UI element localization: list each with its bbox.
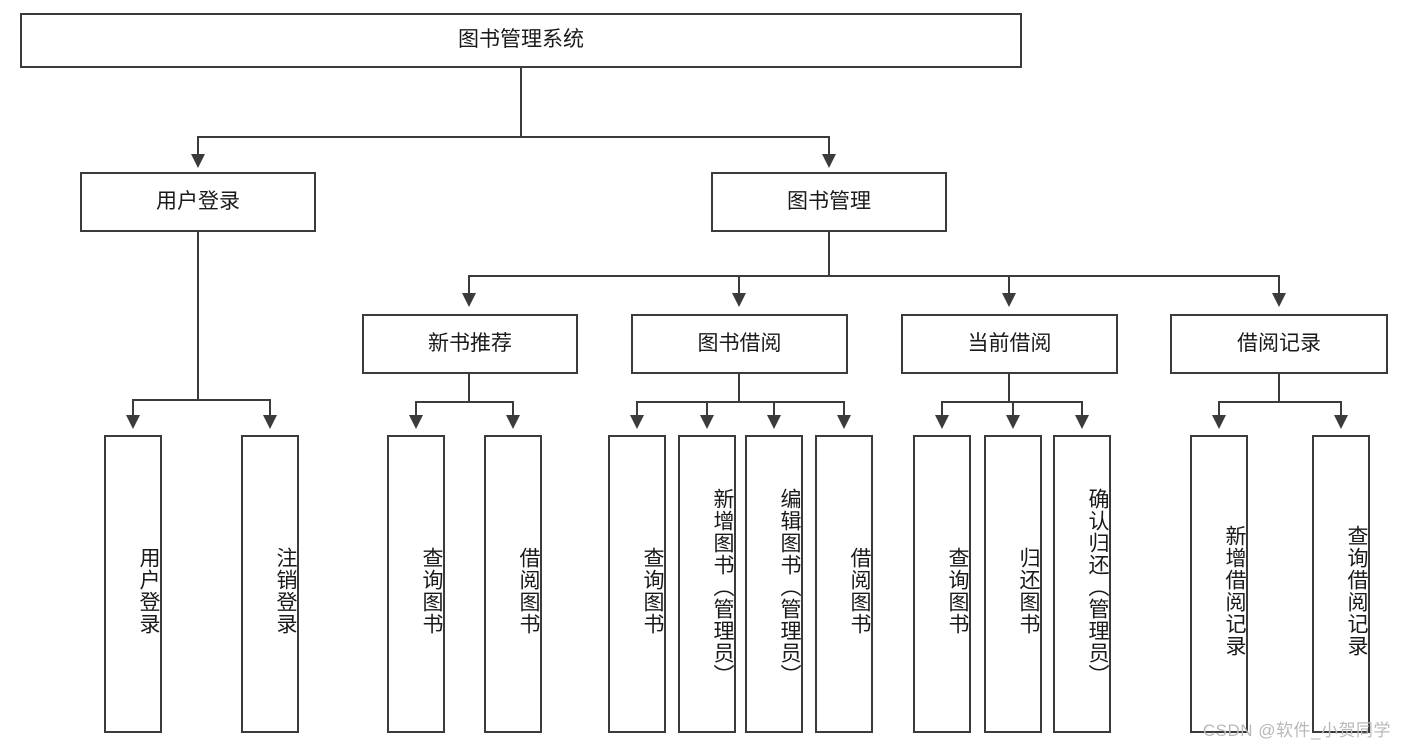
edge-new-book-rec-bus <box>416 401 514 403</box>
edge-bb-leaf3 <box>773 401 775 417</box>
arrowhead-bb-add-book <box>700 415 714 429</box>
arrowhead-borrow-record <box>1272 293 1286 307</box>
arrowhead-bb-edit-book <box>767 415 781 429</box>
edge-to-current-borrow <box>1008 275 1010 295</box>
edge-borrow-record-bus <box>1218 401 1342 403</box>
leaf-bb-edit-book-admin[interactable]: 编辑图书（管理员） <box>745 435 803 733</box>
edge-bb-leaf4 <box>843 401 845 417</box>
leaf-bb-add-book-admin[interactable]: 新增图书（管理员） <box>678 435 736 733</box>
edge-user-login-leaf2 <box>269 399 271 417</box>
node-user-login[interactable]: 用户登录 <box>80 172 316 232</box>
arrowhead-cb-return-book <box>1006 415 1020 429</box>
arrowhead-current-borrow <box>1002 293 1016 307</box>
edge-level3-bus <box>469 275 1280 277</box>
arrowhead-book-borrow <box>732 293 746 307</box>
edge-to-book-borrow <box>738 275 740 295</box>
node-current-borrow[interactable]: 当前借阅 <box>901 314 1118 374</box>
arrowhead-leaf-logout-login <box>263 415 277 429</box>
edge-book-borrow-bus <box>636 401 845 403</box>
edge-to-book-mgmt <box>828 136 830 156</box>
edge-br-leaf1 <box>1218 401 1220 417</box>
edge-borrow-record-down <box>1278 374 1280 402</box>
node-root-system[interactable]: 图书管理系统 <box>20 13 1022 68</box>
arrowhead-book-mgmt <box>822 154 836 168</box>
leaf-bb-query-book[interactable]: 查询图书 <box>608 435 666 733</box>
edge-nbr-leaf2 <box>512 401 514 417</box>
leaf-cb-query-book[interactable]: 查询图书 <box>913 435 971 733</box>
edge-to-user-login <box>197 136 199 156</box>
edge-cb-leaf1 <box>941 401 943 417</box>
arrowhead-nbr-query-book <box>409 415 423 429</box>
edge-new-book-rec-down <box>468 374 470 402</box>
arrowhead-new-book-rec <box>462 293 476 307</box>
leaf-nbr-borrow-book[interactable]: 借阅图书 <box>484 435 542 733</box>
edge-user-login-down <box>197 232 199 400</box>
edge-cb-leaf3 <box>1081 401 1083 417</box>
edge-cb-leaf2 <box>1012 401 1014 417</box>
edge-bb-leaf2 <box>706 401 708 417</box>
edge-br-leaf2 <box>1340 401 1342 417</box>
edge-book-borrow-down <box>738 374 740 402</box>
arrowhead-user-login <box>191 154 205 168</box>
leaf-bb-borrow-book[interactable]: 借阅图书 <box>815 435 873 733</box>
edge-nbr-leaf1 <box>415 401 417 417</box>
edge-root-down <box>520 68 522 137</box>
edge-user-login-bus <box>133 399 270 401</box>
leaf-br-add-record[interactable]: 新增借阅记录 <box>1190 435 1248 733</box>
leaf-cb-return-book[interactable]: 归还图书 <box>984 435 1042 733</box>
edge-current-borrow-bus <box>941 401 1082 403</box>
arrowhead-br-query-record <box>1334 415 1348 429</box>
arrowhead-br-add-record <box>1212 415 1226 429</box>
node-borrow-record[interactable]: 借阅记录 <box>1170 314 1388 374</box>
leaf-logout-login[interactable]: 注销登录 <box>241 435 299 733</box>
arrowhead-bb-borrow-book <box>837 415 851 429</box>
edge-book-mgmt-down <box>828 232 830 276</box>
leaf-br-query-record[interactable]: 查询借阅记录 <box>1312 435 1370 733</box>
edge-to-new-book-rec <box>468 275 470 295</box>
edge-to-borrow-record <box>1278 275 1280 295</box>
edge-current-borrow-down <box>1008 374 1010 402</box>
arrowhead-cb-confirm-return <box>1075 415 1089 429</box>
edge-bb-leaf1 <box>636 401 638 417</box>
leaf-nbr-query-book[interactable]: 查询图书 <box>387 435 445 733</box>
arrowhead-leaf-user-login <box>126 415 140 429</box>
csdn-watermark: CSDN @软件_小贺同学 <box>1202 721 1391 740</box>
node-book-borrow[interactable]: 图书借阅 <box>631 314 848 374</box>
node-book-management[interactable]: 图书管理 <box>711 172 947 232</box>
node-new-book-recommend[interactable]: 新书推荐 <box>362 314 578 374</box>
edge-level2-bus <box>198 136 830 138</box>
leaf-cb-confirm-return-admin[interactable]: 确认归还（管理员） <box>1053 435 1111 733</box>
arrowhead-cb-query-book <box>935 415 949 429</box>
leaf-user-login[interactable]: 用户登录 <box>104 435 162 733</box>
arrowhead-bb-query-book <box>630 415 644 429</box>
edge-user-login-leaf1 <box>132 399 134 417</box>
arrowhead-nbr-borrow-book <box>506 415 520 429</box>
